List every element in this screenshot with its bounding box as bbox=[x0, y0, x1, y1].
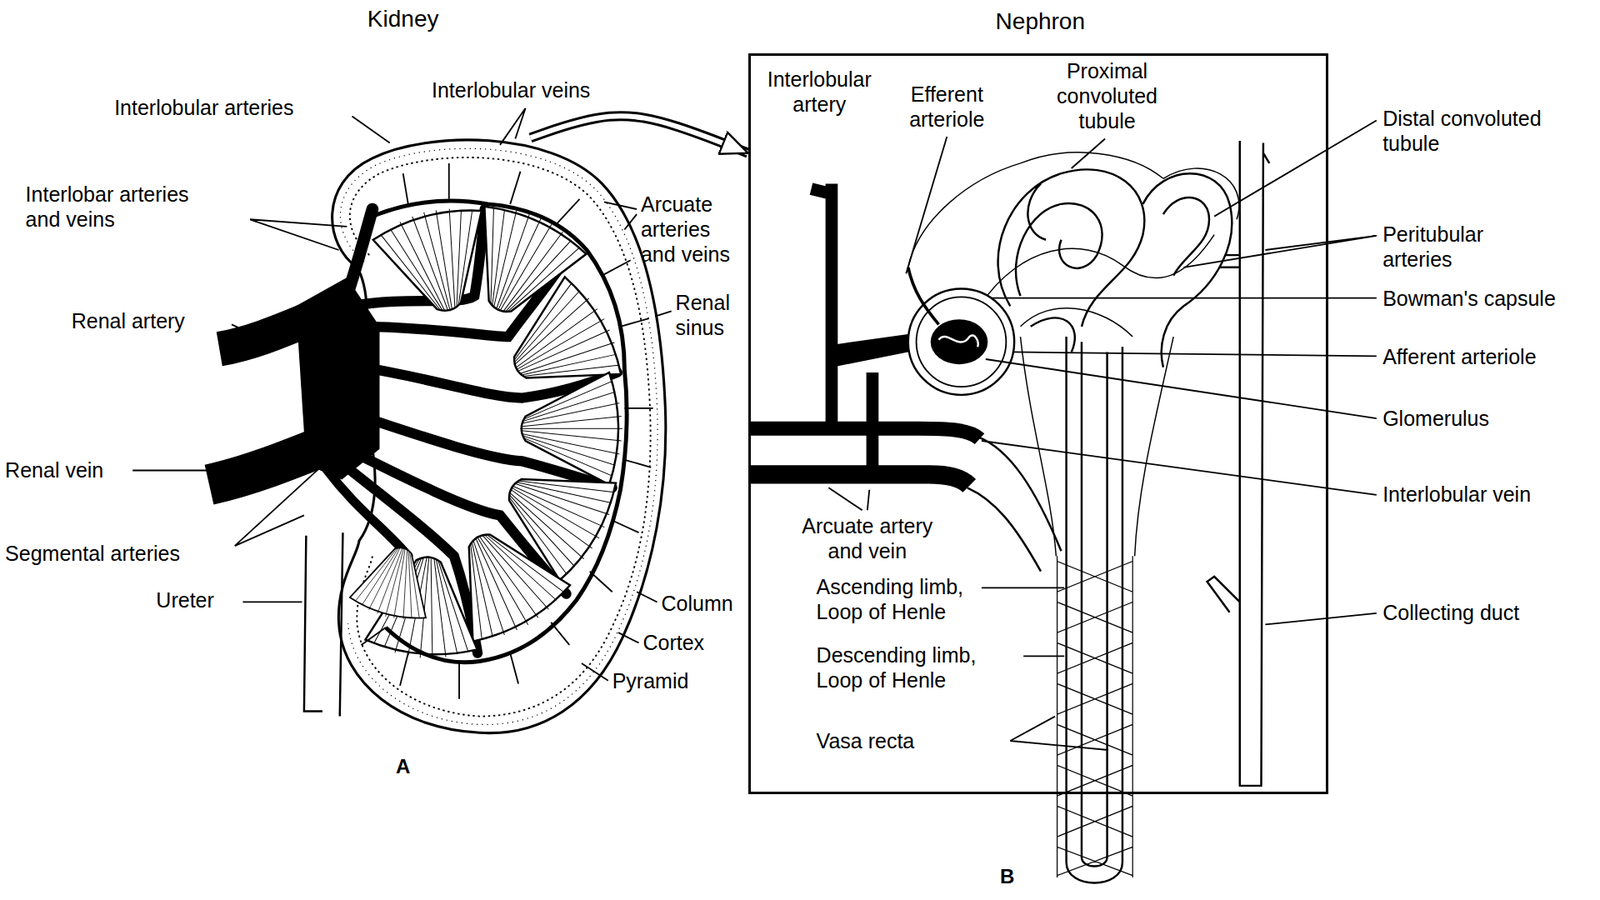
part-label: Proximal convoluted tubule bbox=[1054, 58, 1160, 134]
vessel bbox=[346, 209, 373, 296]
leader-line bbox=[618, 632, 639, 643]
figure-heading: Kidney bbox=[367, 5, 440, 34]
vasa-recta bbox=[1057, 555, 1134, 878]
part-label: Arcuate arteries and veins bbox=[640, 191, 735, 267]
leader-line bbox=[242, 601, 302, 604]
connector-outline bbox=[530, 115, 749, 154]
part-label: Interlobular vein bbox=[1382, 481, 1531, 507]
interlobular-artery bbox=[810, 183, 831, 426]
part-label: Renal vein bbox=[5, 457, 104, 483]
part-label: Renal artery bbox=[71, 308, 185, 334]
renal-artery bbox=[219, 310, 329, 349]
leader-line bbox=[991, 297, 1377, 300]
arcuate-vessels bbox=[372, 200, 627, 663]
distal-tubule bbox=[1142, 173, 1240, 368]
leader-line bbox=[981, 440, 1377, 495]
interlobular-vessels bbox=[360, 163, 653, 700]
nephron-figure bbox=[750, 140, 1270, 884]
renal-vein bbox=[209, 440, 337, 485]
arcuate-vein bbox=[750, 474, 970, 485]
part-label: Afferent arteriole bbox=[1382, 344, 1536, 370]
part-label: Descending limb, Loop of Henle bbox=[816, 642, 988, 693]
leader-line bbox=[250, 219, 347, 250]
part-label: Bowman's capsule bbox=[1382, 285, 1556, 311]
leader-lines bbox=[132, 108, 672, 681]
leader-line bbox=[1010, 716, 1109, 750]
leader-line bbox=[604, 201, 637, 230]
arcuate-artery bbox=[750, 428, 980, 439]
part-label: Distal convoluted tubule bbox=[1382, 105, 1550, 156]
interlobular-vein bbox=[866, 372, 880, 475]
leader-line bbox=[581, 663, 609, 681]
part-label: Column bbox=[660, 590, 733, 616]
glomerulus bbox=[930, 319, 989, 365]
collecting-duct bbox=[1207, 140, 1270, 786]
glomerulus-loops bbox=[939, 335, 979, 347]
leader-line bbox=[1265, 613, 1376, 625]
pyramid bbox=[520, 372, 622, 485]
part-label: Ureter bbox=[155, 587, 214, 613]
part-label: Renal sinus bbox=[675, 290, 736, 340]
leader-line bbox=[1183, 235, 1376, 268]
leader-line bbox=[132, 470, 210, 472]
venous-tube bbox=[967, 436, 1062, 572]
leader-line bbox=[1214, 120, 1377, 216]
part-label: Ascending limb, Loop of Henle bbox=[816, 574, 977, 625]
cortex-line bbox=[350, 157, 651, 717]
leader-line bbox=[500, 108, 526, 145]
leader-line bbox=[1071, 139, 1105, 170]
part-label: Interlobar arteries and veins bbox=[25, 181, 193, 232]
leader-line bbox=[905, 136, 947, 274]
connector-line bbox=[530, 115, 749, 154]
leader-line bbox=[1023, 655, 1065, 657]
figure-letter: B bbox=[1000, 865, 1015, 890]
part-label: Pyramid bbox=[612, 668, 690, 694]
bowmans-capsule-inner bbox=[916, 296, 1007, 387]
kidney-outline bbox=[332, 140, 666, 734]
leader-line bbox=[636, 591, 657, 602]
part-label: Interlobular veins bbox=[431, 77, 590, 103]
leader-line bbox=[231, 324, 276, 345]
part-label: Glomerulus bbox=[1382, 405, 1490, 431]
kidney-region: Kidney bbox=[295, 137, 679, 740]
leader-line bbox=[351, 116, 390, 144]
leader-line bbox=[655, 310, 672, 316]
leader-line bbox=[985, 359, 1377, 419]
part-label: Collecting duct bbox=[1382, 600, 1520, 625]
part-label: Segmental arteries bbox=[5, 540, 180, 566]
connector-arrow bbox=[530, 115, 749, 154]
part-label: Interlobular artery bbox=[764, 66, 875, 117]
ureter bbox=[304, 532, 344, 716]
efferent-arteriole bbox=[908, 267, 940, 325]
part-label: Cortex bbox=[642, 630, 705, 655]
leader-line bbox=[981, 586, 1065, 589]
capsule-dots bbox=[340, 148, 658, 725]
leader-line bbox=[1012, 351, 1377, 356]
part-label: Arcuate artery and vein bbox=[797, 513, 938, 564]
proximal-tubule bbox=[998, 169, 1145, 352]
pyramid bbox=[347, 537, 442, 627]
leader-line bbox=[235, 433, 358, 546]
figure-letter: A bbox=[395, 755, 410, 780]
part-label: Peritubular arteries bbox=[1382, 221, 1493, 272]
part-label: Efferent arteriole bbox=[904, 81, 990, 132]
leader-line bbox=[828, 487, 870, 510]
figure-heading: Nephron bbox=[995, 7, 1085, 36]
part-label: Interlobular arteries bbox=[114, 95, 294, 120]
kidney-figure bbox=[209, 140, 666, 734]
part-label: Vasa recta bbox=[816, 728, 915, 754]
